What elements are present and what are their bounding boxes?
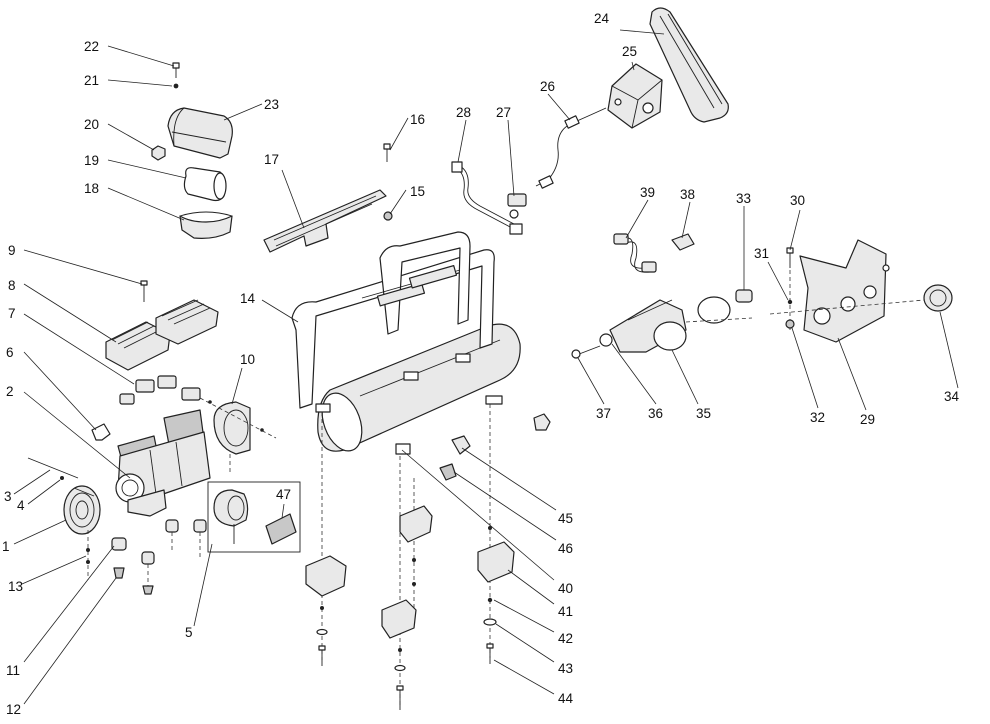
part-screw-16 <box>383 143 391 162</box>
part-hose-39 <box>613 233 657 273</box>
part-fitting-26a <box>564 115 580 129</box>
callout-32: 32 <box>810 410 825 425</box>
callout-8: 8 <box>8 278 16 293</box>
part-cover-8b <box>155 299 219 345</box>
part-foot-stack-left <box>305 412 347 666</box>
callout-45: 45 <box>558 511 573 526</box>
callout-17: 17 <box>264 152 279 167</box>
callout-14: 14 <box>240 291 256 306</box>
callout-29: 29 <box>860 412 875 427</box>
callout-18: 18 <box>84 181 99 196</box>
part-filter-19 <box>183 167 227 202</box>
callout-46: 46 <box>558 541 573 556</box>
part-gauge-35-b <box>653 321 687 351</box>
part-panel-29 <box>799 239 890 343</box>
part-fitting-33 <box>735 289 753 303</box>
part-fitting-26b <box>538 175 554 189</box>
callout-10: 10 <box>240 352 255 367</box>
callout-30: 30 <box>790 193 805 208</box>
part-bolt-13 <box>86 530 90 580</box>
callout-42: 42 <box>558 631 573 646</box>
callout-12: 12 <box>6 702 21 717</box>
callout-21: 21 <box>84 73 99 88</box>
part-breather-box <box>207 481 301 553</box>
part-fitting-46 <box>439 463 457 481</box>
part-cover-8a <box>105 321 171 371</box>
callout-40: 40 <box>558 581 573 596</box>
part-gauge-34 <box>923 284 953 312</box>
part-washer-21 <box>173 83 179 89</box>
part-pressure-switch <box>607 63 663 129</box>
callout-labels: 1 2 3 4 5 6 7 8 9 10 11 12 13 14 15 16 1… <box>2 11 960 717</box>
part-nut-32 <box>785 319 795 329</box>
callout-2: 2 <box>6 384 14 399</box>
callout-43: 43 <box>558 661 573 676</box>
part-screw-30 <box>786 247 794 268</box>
callout-37: 37 <box>596 406 611 421</box>
part-foot-12 <box>113 567 125 579</box>
part-nut-20 <box>151 145 166 161</box>
callout-6: 6 <box>6 345 14 360</box>
part-foot-11 <box>111 537 127 551</box>
part-motor-pump-assembly <box>115 409 211 517</box>
callout-3: 3 <box>4 489 12 504</box>
part-fitting-45 <box>451 435 471 455</box>
part-washer-31 <box>787 299 793 305</box>
part-screw-22 <box>172 62 180 78</box>
part-gauge-axis <box>769 299 925 315</box>
callout-47: 47 <box>276 487 291 502</box>
part-shroud-17 <box>263 189 387 253</box>
part-gauge-35-a <box>697 296 731 324</box>
callout-22: 22 <box>84 39 99 54</box>
part-rod-3 <box>27 457 79 479</box>
part-tank-frame <box>291 231 521 455</box>
part-cover-23 <box>167 107 233 159</box>
part-feet-extra <box>141 519 207 595</box>
part-screw-9 <box>140 280 148 302</box>
callout-11: 11 <box>6 663 20 678</box>
callout-23: 23 <box>264 97 279 112</box>
callout-20: 20 <box>84 117 99 132</box>
part-foot-stack-center <box>381 456 433 710</box>
part-fan-cover-1 <box>63 485 101 535</box>
part-tube-26 <box>535 107 607 187</box>
leader-lines <box>13 29 959 705</box>
callout-34: 34 <box>944 389 960 404</box>
callout-28: 28 <box>456 105 471 120</box>
callout-19: 19 <box>84 153 99 168</box>
callout-24: 24 <box>594 11 610 26</box>
part-clips-7 <box>119 375 201 405</box>
part-tee-fitting <box>507 193 527 219</box>
callout-15: 15 <box>410 184 425 199</box>
callout-4: 4 <box>17 498 25 513</box>
callout-7: 7 <box>8 306 16 321</box>
callout-38: 38 <box>680 187 695 202</box>
part-cap-40 <box>533 413 551 431</box>
callout-33: 33 <box>736 191 751 206</box>
part-washer-4 <box>60 476 64 480</box>
part-base-18 <box>179 211 233 239</box>
part-fitting-38 <box>671 233 695 251</box>
callout-27: 27 <box>496 105 511 120</box>
callout-44: 44 <box>558 691 574 706</box>
part-foot-stack-right <box>477 404 515 664</box>
part-elbow-6 <box>91 423 111 441</box>
callout-5: 5 <box>185 625 193 640</box>
callout-41: 41 <box>558 604 573 619</box>
part-tube-28 <box>451 161 523 235</box>
callout-26: 26 <box>540 79 555 94</box>
callout-9: 9 <box>8 243 16 258</box>
callout-13: 13 <box>8 579 23 594</box>
callout-35: 35 <box>696 406 711 421</box>
callout-36: 36 <box>648 406 663 421</box>
part-handle <box>649 7 729 123</box>
callout-25: 25 <box>622 44 637 59</box>
callout-39: 39 <box>640 185 655 200</box>
callout-31: 31 <box>754 246 769 261</box>
callout-16: 16 <box>410 112 425 127</box>
callout-1: 1 <box>2 539 10 554</box>
part-fan-shroud-10 <box>199 397 277 474</box>
